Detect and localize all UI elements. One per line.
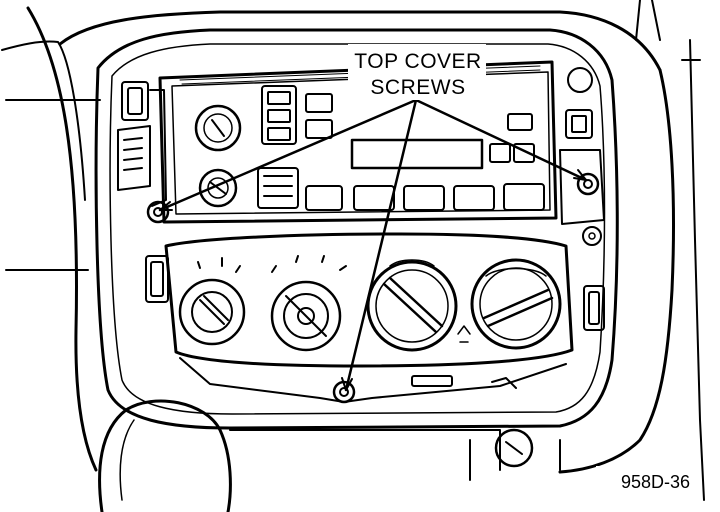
preset-buttons <box>305 183 545 211</box>
recirculation-knob <box>470 258 562 350</box>
leader-line-right <box>414 98 588 182</box>
right-bracket <box>559 67 605 225</box>
leader-line-left <box>158 98 418 212</box>
callout-label-line1: TOP COVER <box>354 50 481 73</box>
left-bracket <box>117 81 167 207</box>
side-buttons <box>489 143 535 163</box>
lower-tabs <box>411 375 517 389</box>
top-cover-screw-left <box>146 200 170 224</box>
leader-line-bottom <box>344 98 418 392</box>
lower-right-knob <box>494 428 534 468</box>
mode-knob <box>270 255 347 352</box>
radio-display <box>350 138 484 170</box>
tune-knob <box>198 168 238 208</box>
right-vent <box>583 285 605 331</box>
temperature-knob <box>366 259 458 352</box>
switch-bank <box>257 85 299 209</box>
callout-label-line2: SCREWS <box>370 76 465 99</box>
top-cover-screw-right <box>576 172 600 196</box>
callout-leaders <box>158 98 588 392</box>
volume-knob <box>194 104 242 152</box>
left-vent <box>145 255 169 303</box>
figure-reference-number: 958D-36 <box>621 472 690 492</box>
fan-speed-knob <box>178 257 246 346</box>
climate-control-panel <box>145 232 605 403</box>
upper-buttons <box>305 93 533 139</box>
ac-symbol-icon <box>457 325 471 343</box>
steering-column <box>98 399 232 512</box>
dash-trim-outline <box>1 0 705 501</box>
side-screw-right <box>582 226 602 246</box>
